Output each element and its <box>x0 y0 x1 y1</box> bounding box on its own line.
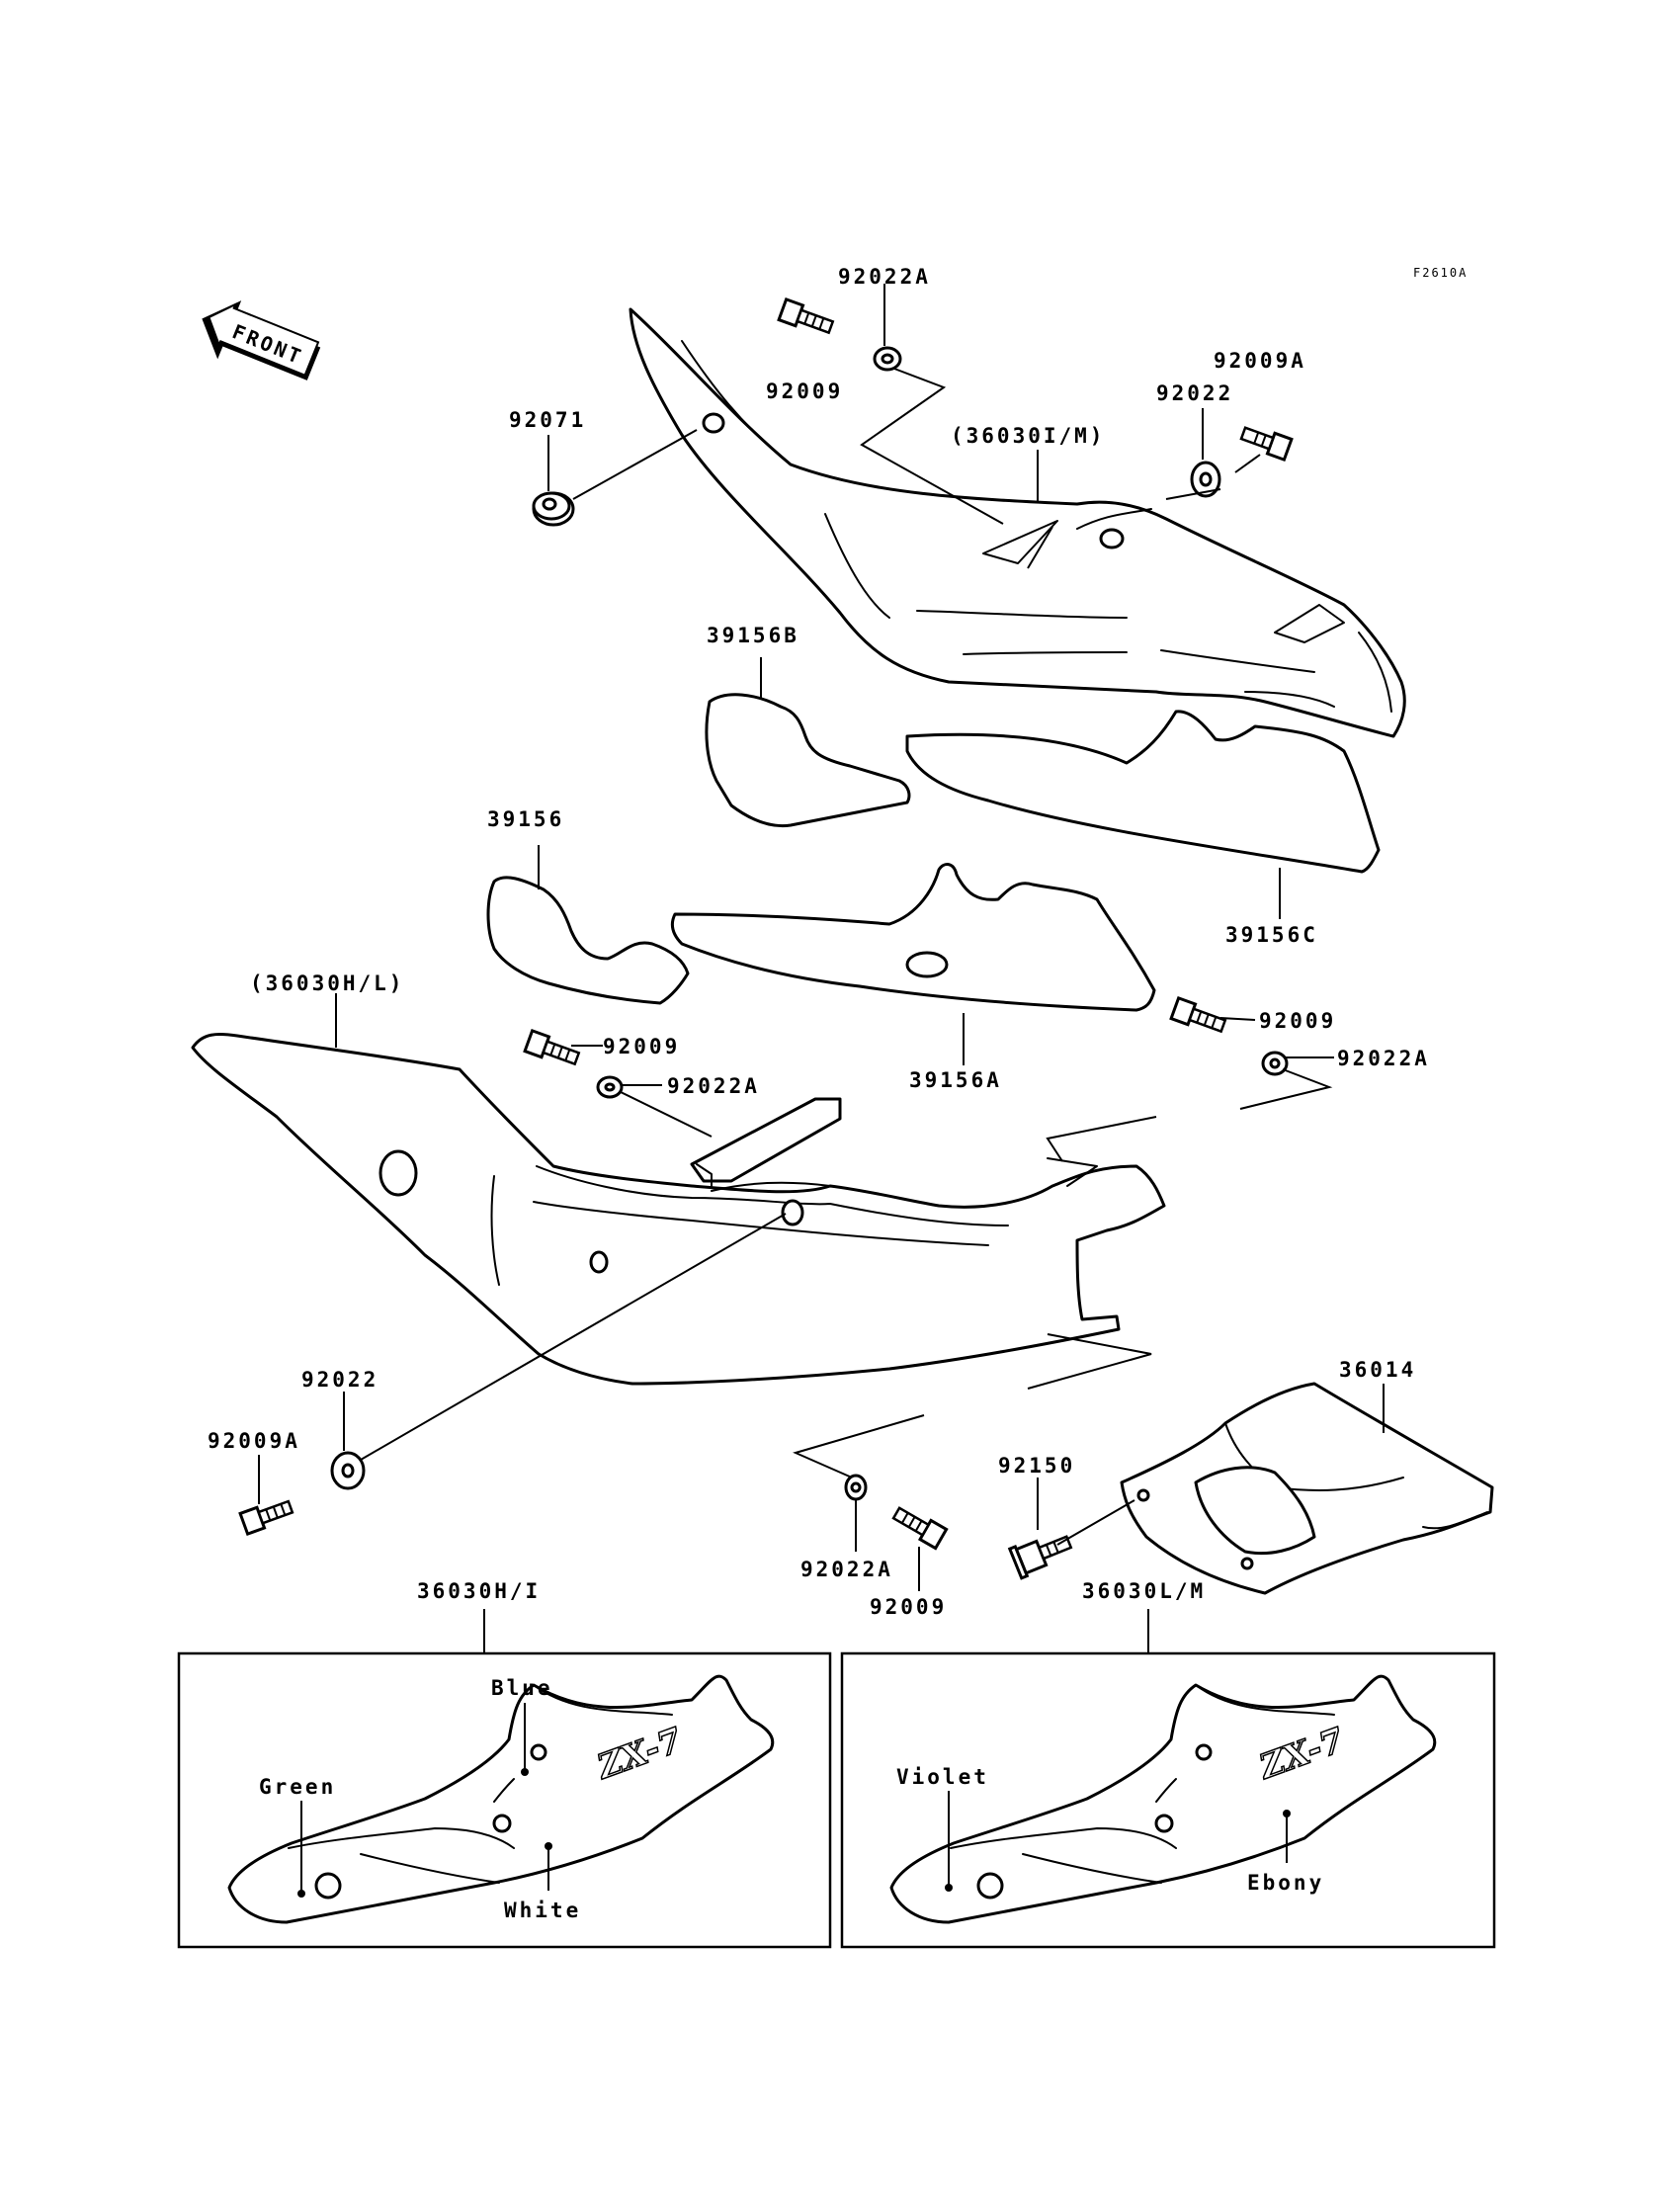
washer-92022a-low <box>844 1474 868 1501</box>
variant-cover-36030hi: ZX-7 <box>227 1674 775 1924</box>
bolt-92009-low <box>891 1506 949 1551</box>
label-39156a: 39156A <box>909 1068 1002 1092</box>
washer-92022a-mid-left <box>596 1075 624 1099</box>
label-92009-low: 92009 <box>870 1595 947 1619</box>
pad-39156b <box>705 693 911 828</box>
washer-92022-low <box>330 1451 366 1490</box>
pad-39156 <box>486 876 690 1005</box>
bolt-92009-top <box>777 296 835 335</box>
color-blue: Blue <box>491 1676 553 1700</box>
label-92009-mid-right: 92009 <box>1259 1009 1336 1033</box>
label-39156: 39156 <box>487 807 564 831</box>
front-arrow-icon: FRONT <box>202 300 321 380</box>
label-92009a-top: 92009A <box>1214 349 1306 373</box>
bolt-92009a-top <box>1239 426 1294 463</box>
label-92150: 92150 <box>998 1454 1075 1478</box>
pad-39156a-hole <box>905 951 949 978</box>
label-92009-mid-left: 92009 <box>603 1035 680 1058</box>
variant-cover-36030lm: ZX-7 <box>889 1674 1437 1924</box>
variant-box-36030hi <box>177 1651 832 1949</box>
label-92022-low: 92022 <box>301 1368 378 1392</box>
color-violet: Violet <box>896 1765 989 1789</box>
label-36030im: (36030I/M) <box>951 424 1105 448</box>
label-92009-top: 92009 <box>766 380 843 403</box>
pad-39156a <box>670 863 1156 1012</box>
color-white: White <box>504 1899 581 1922</box>
washer-92022a-mid-right <box>1261 1051 1289 1076</box>
label-92022a-top: 92022A <box>838 265 931 289</box>
label-39156c: 39156C <box>1225 923 1318 947</box>
washer-92022-top <box>1190 461 1221 498</box>
color-ebony: Ebony <box>1247 1871 1324 1895</box>
label-36030hl: (36030H/L) <box>250 972 404 995</box>
grommet-92071 <box>532 491 575 527</box>
bolt-92009a-low <box>238 1499 294 1537</box>
seat-cover-upper <box>629 307 1406 738</box>
variant-box-36030lm <box>840 1651 1496 1949</box>
color-green: Green <box>259 1775 336 1799</box>
flange-bolt-92150 <box>1007 1535 1073 1580</box>
label-36030hi: 36030H/I <box>417 1579 541 1603</box>
label-92071: 92071 <box>509 408 586 432</box>
side-cover-lower <box>191 1033 1166 1386</box>
bolt-92009-mid-right <box>1169 995 1227 1034</box>
washer-92022a-top <box>873 346 902 372</box>
label-92022a-mid-right: 92022A <box>1337 1047 1430 1070</box>
figure-code: F2610A <box>1413 266 1468 280</box>
bracket-block <box>690 1097 842 1183</box>
bolt-92009-mid-left <box>523 1028 581 1066</box>
cover-36014 <box>1120 1382 1494 1595</box>
label-92022a-mid-left: 92022A <box>667 1074 760 1098</box>
label-92009a-low: 92009A <box>208 1429 300 1453</box>
label-92022a-low: 92022A <box>800 1558 893 1581</box>
label-36014: 36014 <box>1339 1358 1416 1382</box>
label-39156b: 39156B <box>707 624 799 647</box>
label-36030lm: 36030L/M <box>1082 1579 1206 1603</box>
pad-39156c <box>905 710 1381 874</box>
label-92022-top: 92022 <box>1156 381 1233 405</box>
